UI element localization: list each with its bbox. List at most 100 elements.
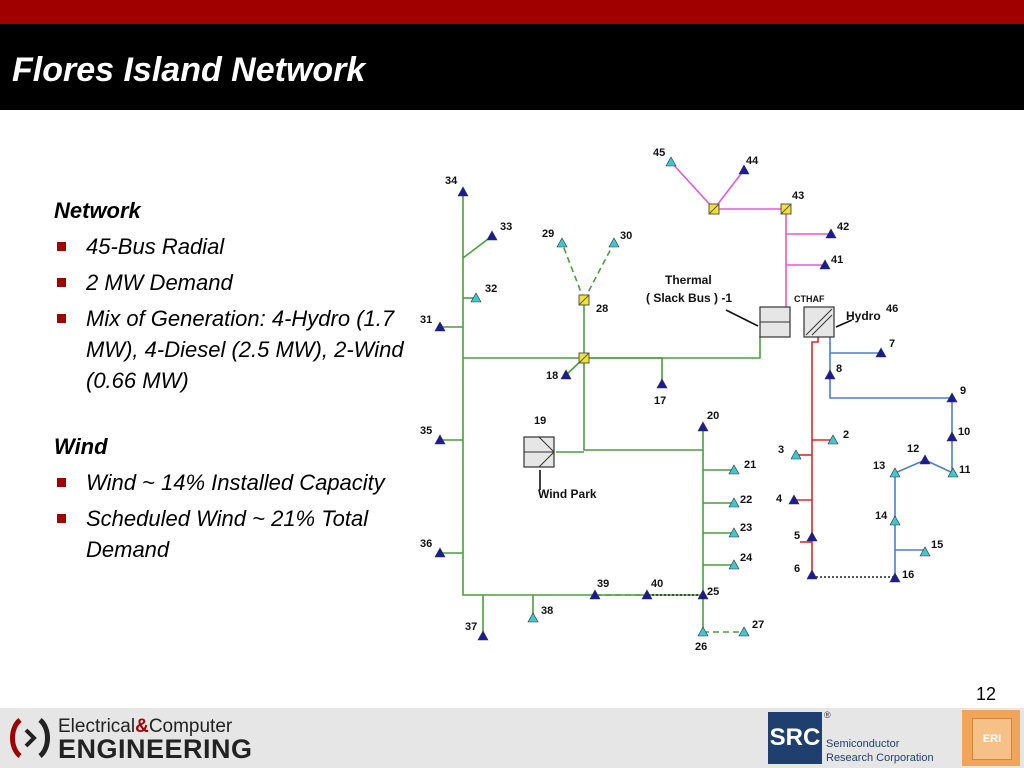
bus-number-label: 33 — [500, 221, 512, 233]
switch-diagonal — [708, 203, 720, 215]
bus-number-label: 10 — [958, 426, 970, 438]
bus-number-label: 34 — [445, 175, 458, 187]
wind-park-diagonal — [538, 451, 555, 468]
bus-number-label: 18 — [546, 370, 558, 382]
eri-logo-mark: ERI — [972, 718, 1012, 760]
bus-number-label: 37 — [465, 621, 477, 633]
ece-wordmark: Electrical&Computer ENGINEERING — [58, 716, 253, 764]
bullet-square-icon — [57, 514, 66, 523]
bus-icon — [790, 449, 802, 460]
ece-line1b: Computer — [148, 716, 233, 737]
bus-icon — [560, 369, 572, 380]
pointer-line — [725, 309, 759, 327]
wind-park-diagonal — [538, 436, 555, 453]
bus-number-label: 17 — [654, 395, 666, 407]
bus-icon — [728, 497, 740, 508]
bus-number-label: 12 — [907, 443, 919, 455]
bus-number-label: 31 — [420, 314, 432, 326]
pointer-line — [835, 319, 853, 328]
bus-icon — [806, 531, 818, 542]
bullet-text: Scheduled Wind ~ 21% Total Demand — [86, 506, 369, 562]
bus-number-label: 8 — [836, 363, 842, 375]
bus-icon — [738, 164, 750, 175]
bullet-square-icon — [57, 242, 66, 251]
bus-icon — [875, 347, 887, 358]
red-line — [811, 336, 819, 575]
bus-icon — [738, 626, 750, 637]
bus-icon — [697, 421, 709, 432]
bus-number-label: 35 — [420, 425, 432, 437]
branch-line — [583, 300, 704, 451]
network-lines — [440, 161, 954, 636]
bus-icon — [556, 237, 568, 248]
bullet-square-icon — [57, 278, 66, 287]
bus-number-label: 22 — [740, 494, 752, 506]
src-line2: Research Corporation — [826, 752, 934, 764]
bus-icon — [527, 612, 539, 623]
ece-logo-icon — [10, 718, 50, 758]
bus-icon — [470, 292, 482, 303]
bullet-text: 2 MW Demand — [86, 270, 233, 295]
bus-icon — [697, 626, 709, 637]
bus-icon — [608, 237, 620, 248]
bus-icon — [434, 321, 446, 332]
bus-number-label: 7 — [889, 338, 895, 350]
switch-diagonal — [578, 294, 590, 306]
bus-icon — [486, 230, 498, 241]
blue-line — [894, 473, 925, 551]
bullet-item: 2 MW Demand — [54, 267, 404, 298]
pink-line — [670, 161, 745, 211]
bus-number-label: 23 — [740, 522, 752, 534]
bus-number-label: 15 — [931, 539, 943, 551]
bus-number-label: 3 — [778, 444, 784, 456]
cthaf-label: CTHAF — [794, 294, 825, 304]
hydro-diagonal — [811, 314, 833, 336]
bus-icon — [434, 434, 446, 445]
bullet-list: Network 45-Bus Radial 2 MW Demand Mix of… — [54, 195, 404, 570]
wind-park-label: Wind Park — [538, 487, 597, 501]
bus-number-label: 27 — [752, 619, 764, 631]
bullet-item: Scheduled Wind ~ 21% Total Demand — [54, 503, 404, 565]
bus-number-label: 36 — [420, 538, 432, 550]
page-number: 12 — [976, 684, 997, 704]
bus-icon — [697, 589, 709, 600]
bullet-item: Mix of Generation: 4-Hydro (1.7 MW), 4-D… — [54, 303, 404, 396]
bus-icon — [665, 156, 677, 167]
bus-number-label: 11 — [959, 464, 970, 476]
bus-icon — [827, 434, 839, 445]
src-line1: Semiconductor — [826, 738, 900, 750]
blue-line — [829, 336, 881, 354]
bus-icon — [819, 259, 831, 270]
bus-icon — [889, 572, 901, 583]
bus-number-label: 20 — [707, 410, 719, 422]
bus-icon — [641, 589, 653, 600]
bus-number-label: 42 — [837, 221, 849, 233]
ece-line2: ENGINEERING — [58, 734, 253, 764]
bus-icon — [946, 431, 958, 442]
switch-diagonal — [780, 203, 792, 215]
bus-number-label: 39 — [597, 578, 609, 590]
bus-icon — [477, 630, 489, 641]
bus-number-label: 38 — [541, 605, 553, 617]
bus-icon — [919, 546, 931, 557]
bus-icon — [889, 515, 901, 526]
bus-number-label: 46 — [886, 303, 898, 315]
feeder-line — [462, 195, 703, 596]
bus-number-label: 41 — [831, 254, 843, 266]
bus-icon — [919, 454, 931, 465]
wind-heading: Wind — [54, 434, 108, 459]
network-devices — [523, 203, 835, 468]
src-registered-mark: ® — [824, 710, 831, 720]
bus-number-label: 29 — [542, 228, 554, 240]
bus-number-label: 21 — [744, 459, 756, 471]
bus-icon — [947, 467, 959, 478]
bus-icon — [728, 559, 740, 570]
branch-line — [583, 242, 615, 301]
bus-icon — [728, 527, 740, 538]
footer-bar — [0, 708, 1024, 768]
bus-number-label: 44 — [746, 155, 759, 167]
bus-number-label: 4 — [776, 493, 783, 505]
slack-bus-label: ( Slack Bus ) -1 — [646, 291, 732, 305]
